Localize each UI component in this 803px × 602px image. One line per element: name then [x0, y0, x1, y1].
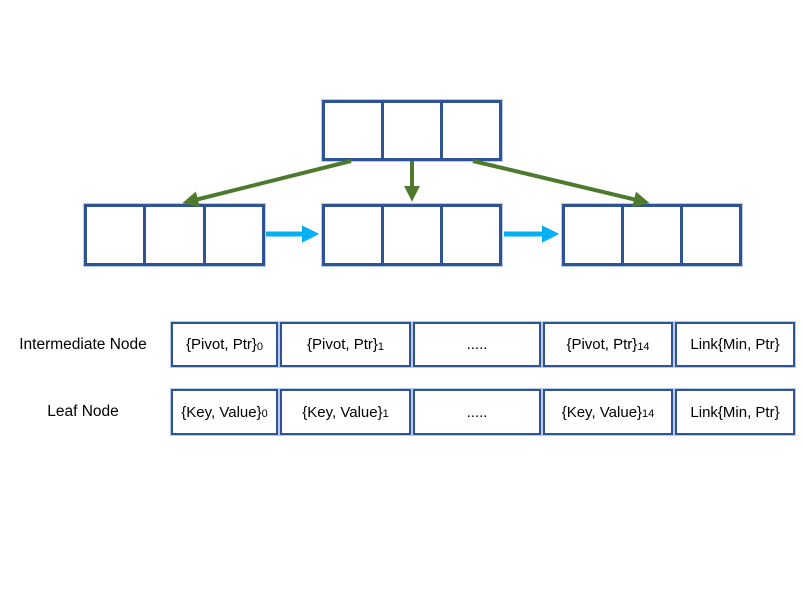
- right-child-cell-2: [621, 207, 680, 263]
- cell-text: {Key, Value}: [181, 403, 262, 421]
- left-child-cell-1: [87, 207, 143, 263]
- right-child-cell-3: [680, 207, 739, 263]
- right-child-cell-1: [565, 207, 621, 263]
- leaf-cell-key-value-1: {Key, Value}1: [280, 389, 411, 435]
- intermediate-cell-pivot-ptr-0: {Pivot, Ptr}0: [171, 322, 278, 367]
- btree-middle-child-node: [322, 204, 502, 266]
- cell-text: Link{Min, Ptr}: [690, 336, 780, 353]
- cell-text: .....: [466, 336, 488, 353]
- intermediate-cell-link-min-ptr: Link{Min, Ptr}: [675, 322, 795, 367]
- leaf-cell-link-min-ptr: Link{Min, Ptr}: [675, 389, 795, 435]
- left-child-cell-2: [143, 207, 202, 263]
- left-child-cell-3: [202, 207, 262, 263]
- intermediate-node-label: Intermediate Node: [19, 335, 147, 353]
- intermediate-cell-ellipsis: .....: [413, 322, 541, 367]
- cell-text: Link{Min, Ptr}: [690, 403, 780, 421]
- leaf-node-label: Leaf Node: [47, 403, 119, 420]
- cell-text: .....: [466, 403, 488, 421]
- cell-text: {Pivot, Ptr}: [186, 336, 257, 353]
- btree-right-child-node: [562, 204, 742, 266]
- leaf-node-row: {Key, Value}0 {Key, Value}1 ..... {Key, …: [171, 389, 795, 435]
- middle-child-cell-1: [325, 207, 381, 263]
- intermediate-cell-pivot-ptr-14: {Pivot, Ptr}14: [543, 322, 673, 367]
- middle-child-cell-2: [381, 207, 440, 263]
- cell-text: {Pivot, Ptr}: [566, 336, 638, 353]
- btree-root-node: [322, 100, 502, 161]
- root-to-right-child-arrow: [472, 159, 650, 208]
- cell-text: {Pivot, Ptr}: [307, 336, 378, 353]
- leaf-cell-key-value-0: {Key, Value}0: [171, 389, 278, 435]
- btree-left-child-node: [84, 204, 265, 266]
- intermediate-node-row: {Pivot, Ptr}0 {Pivot, Ptr}1 ..... {Pivot…: [171, 322, 795, 367]
- root-cell-1: [325, 103, 381, 158]
- cell-text: {Key, Value}: [302, 403, 383, 421]
- root-cell-2: [381, 103, 440, 158]
- middle-child-cell-3: [440, 207, 499, 263]
- root-to-left-child-arrow: [182, 159, 352, 208]
- cell-text: {Key, Value}: [561, 403, 643, 421]
- leaf-cell-key-value-14: {Key, Value}14: [543, 389, 673, 435]
- root-cell-3: [440, 103, 499, 158]
- leaf-cell-ellipsis: .....: [413, 389, 541, 435]
- intermediate-cell-pivot-ptr-1: {Pivot, Ptr}1: [280, 322, 411, 367]
